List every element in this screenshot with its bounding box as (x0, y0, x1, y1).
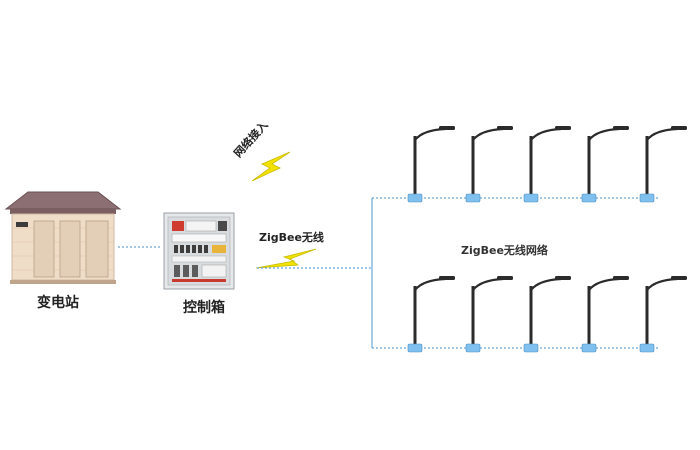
zigbee-network-label: ZigBee无线网络 (461, 244, 548, 257)
lightning-bolt-icon (255, 248, 317, 269)
zigbee-wireless-label: ZigBee无线 (259, 231, 324, 244)
street-light-icon (639, 126, 687, 203)
street-light-icon (581, 126, 629, 203)
zigbee-node (465, 343, 481, 353)
zigbee-node (639, 343, 655, 353)
zigbee-node (581, 193, 597, 203)
substation-label: 变电站 (37, 295, 79, 311)
street-light-icon (407, 126, 455, 203)
substation-building-icon (4, 191, 122, 284)
zigbee-node (407, 343, 423, 353)
zigbee-node (523, 193, 539, 203)
street-light-icon (581, 276, 629, 353)
street-light-icon (639, 276, 687, 353)
street-light-icon (407, 276, 455, 353)
street-light-icon (465, 276, 513, 353)
zigbee-node (407, 193, 423, 203)
street-lights (407, 126, 687, 353)
street-light-icon (523, 126, 571, 203)
control-box-label: 控制箱 (183, 300, 225, 316)
zigbee-node (465, 193, 481, 203)
zigbee-node (523, 343, 539, 353)
zigbee-node (581, 343, 597, 353)
lightning-bolt-icon (251, 151, 291, 182)
control-cabinet-icon (163, 212, 235, 290)
street-light-icon (465, 126, 513, 203)
zigbee-node (639, 193, 655, 203)
street-light-icon (523, 276, 571, 353)
